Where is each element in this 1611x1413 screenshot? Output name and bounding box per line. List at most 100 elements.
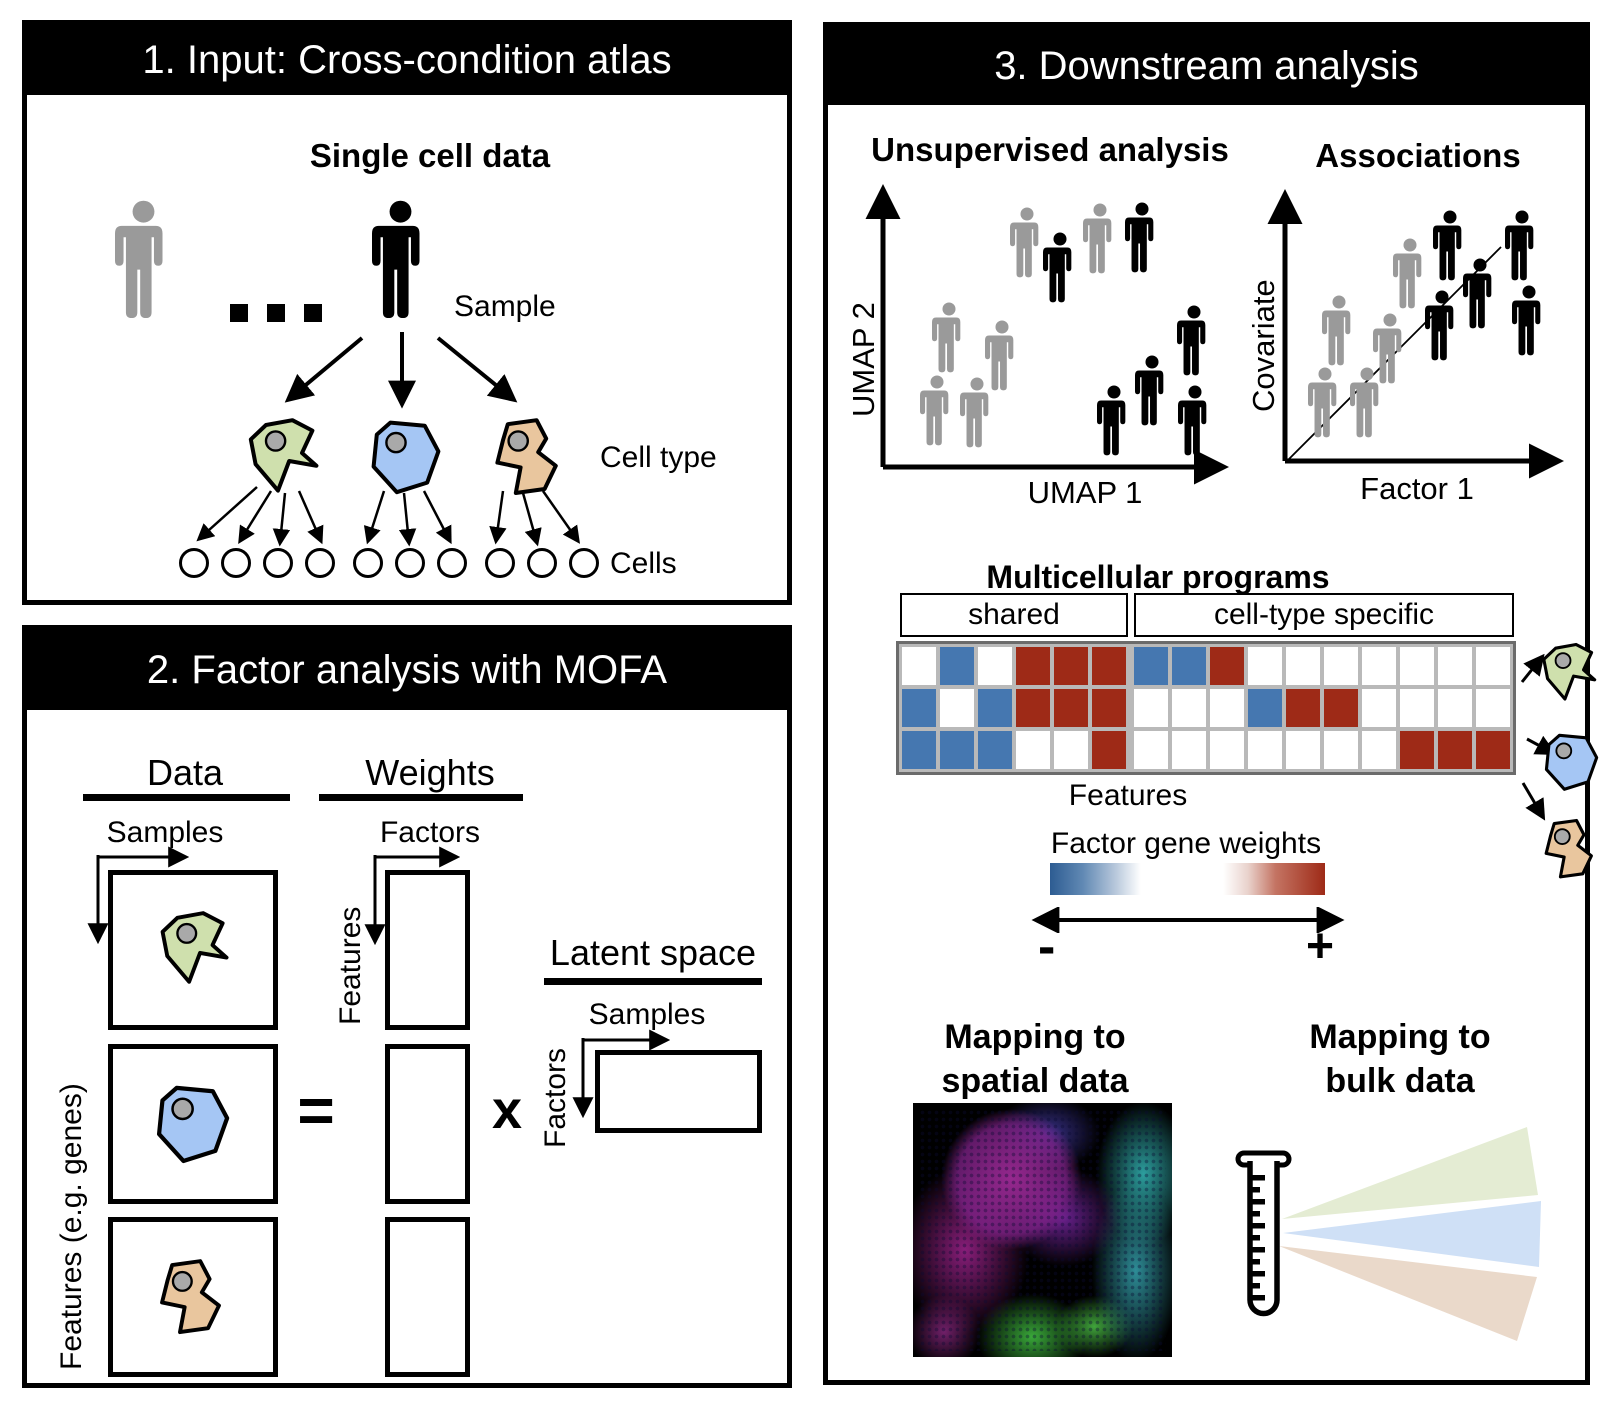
- cell-circle: [485, 548, 515, 578]
- single-cell-data-title: Single cell data: [309, 137, 551, 174]
- blue-cell-icon: [1539, 731, 1601, 793]
- spatial-transcriptomics-image: [913, 1103, 1172, 1357]
- heatmap-cell: [1134, 647, 1168, 685]
- mapping-spatial-line1: Mapping to: [944, 1018, 1126, 1056]
- ellipsis-dots: [230, 304, 341, 327]
- gray-person-icon: [960, 377, 994, 451]
- black-person-icon: [1505, 210, 1539, 284]
- heatmap-cell: [1016, 731, 1050, 769]
- mapping-spatial-line2: spatial data: [941, 1062, 1129, 1100]
- cell-circle: [569, 548, 599, 578]
- heatmap-cell: [902, 689, 936, 727]
- factor1-axis-label: Factor 1: [1360, 471, 1474, 506]
- black-person-icon: [1097, 385, 1131, 459]
- weights-features-label: Features: [334, 906, 367, 1025]
- heatmap-cell: [1362, 689, 1396, 727]
- heatmap-cell: [1324, 647, 1358, 685]
- heatmap-cell: [1324, 731, 1358, 769]
- tan-cell-icon: [483, 417, 563, 497]
- programs-heatmap: [896, 641, 1516, 775]
- heatmap-cell: [1438, 731, 1472, 769]
- cell-circle: [437, 548, 467, 578]
- heatmap-cell: [1092, 689, 1126, 727]
- gray-person-icon: [115, 200, 172, 324]
- umap1-axis-label: UMAP 1: [1027, 475, 1143, 510]
- heatmap-cell: [1438, 647, 1472, 685]
- heatmap-cell: [1210, 731, 1244, 769]
- heatmap-cell: [1400, 647, 1434, 685]
- heatmap-cell: [1172, 647, 1206, 685]
- mapping-spatial-title: Mapping to spatial data: [941, 1015, 1128, 1103]
- weights-matrix-2: [385, 1044, 470, 1204]
- green-cell-icon: [242, 417, 322, 497]
- heatmap-cell: [1248, 689, 1282, 727]
- heatmap-cell: [1362, 731, 1396, 769]
- umap-plot: UMAP 2 UMAP 1: [838, 167, 1248, 537]
- ellipsis-square: [267, 304, 285, 322]
- heatmap-cell: [1134, 731, 1168, 769]
- mapping-bulk-line1: Mapping to: [1309, 1018, 1491, 1056]
- latent-underline: [544, 978, 762, 985]
- plus-sign: +: [1306, 920, 1335, 973]
- tan-beam: [1279, 1246, 1537, 1341]
- heatmap-cell: [1400, 689, 1434, 727]
- gray-person-icon: [1393, 238, 1427, 312]
- blue-cell-icon: [364, 417, 444, 497]
- panel3-header: 3. Downstream analysis: [828, 27, 1585, 105]
- cell-circle: [527, 548, 557, 578]
- panel-input: 1. Input: Cross-condition atlas Single c…: [22, 20, 792, 605]
- bulk-tube-graphic: [1235, 1127, 1541, 1341]
- black-person-icon: [1135, 355, 1169, 429]
- black-person-icon: [372, 200, 429, 324]
- mapping-bulk-line2: bulk data: [1325, 1062, 1475, 1100]
- weights-matrix-3: [385, 1217, 470, 1377]
- latent-space-title: Latent space: [549, 932, 757, 973]
- heatmap-cell: [1248, 731, 1282, 769]
- heatmap-cell: [1286, 689, 1320, 727]
- black-person-icon: [1463, 258, 1497, 332]
- cell-circle: [179, 548, 209, 578]
- heatmap-cell: [1476, 731, 1510, 769]
- heatmap-cell: [940, 731, 974, 769]
- weights-underline: [319, 794, 523, 801]
- heatmap-cell: [1172, 689, 1206, 727]
- heatmap-cell: [1248, 647, 1282, 685]
- data-underline: [83, 794, 290, 801]
- black-person-icon: [1125, 202, 1159, 276]
- data-samples-label: Samples: [106, 816, 224, 849]
- cell-type-label: Cell type: [600, 441, 717, 474]
- heatmap-cell: [978, 647, 1012, 685]
- panel3-header-label: 3. Downstream analysis: [994, 43, 1419, 88]
- heatmap-cell: [1362, 647, 1396, 685]
- blue-beam: [1283, 1201, 1541, 1267]
- tan-cell-icon: [1535, 818, 1597, 880]
- unsupervised-title: Unsupervised analysis: [871, 131, 1229, 168]
- gray-person-icon: [1308, 367, 1342, 441]
- gray-person-icon: [1083, 203, 1117, 277]
- shared-label: shared: [968, 598, 1060, 631]
- green-beam: [1282, 1127, 1538, 1219]
- times-sign: x: [491, 1080, 523, 1140]
- associations-title: Associations: [1315, 137, 1521, 174]
- cell-type-specific-label: cell-type specific: [1213, 598, 1435, 631]
- green-cell-icon: [1537, 642, 1599, 704]
- black-person-icon: [1043, 232, 1077, 306]
- gray-person-icon: [1350, 367, 1384, 441]
- latent-factors-label: Factors: [539, 1047, 572, 1148]
- black-person-icon: [1425, 290, 1459, 364]
- cell-circle: [263, 548, 293, 578]
- heatmap-cell: [1476, 647, 1510, 685]
- heatmap-shared-block: [902, 647, 1126, 769]
- cell-circle: [221, 548, 251, 578]
- gray-person-icon: [1322, 295, 1356, 369]
- cells-label: Cells: [610, 547, 677, 580]
- factor-gene-weights-title: Factor gene weights: [1050, 827, 1322, 860]
- black-person-icon: [1177, 305, 1211, 379]
- heatmap-cell: [978, 731, 1012, 769]
- heatmap-cell: [1210, 647, 1244, 685]
- heatmap-cell: [1286, 647, 1320, 685]
- panel-factor-analysis: 2. Factor analysis with MOFA Data Sample…: [22, 625, 792, 1388]
- heatmap-cell: [1016, 689, 1050, 727]
- cell-type-specific-label-box: cell-type specific: [1134, 593, 1514, 637]
- heatmap-cell: [1324, 689, 1358, 727]
